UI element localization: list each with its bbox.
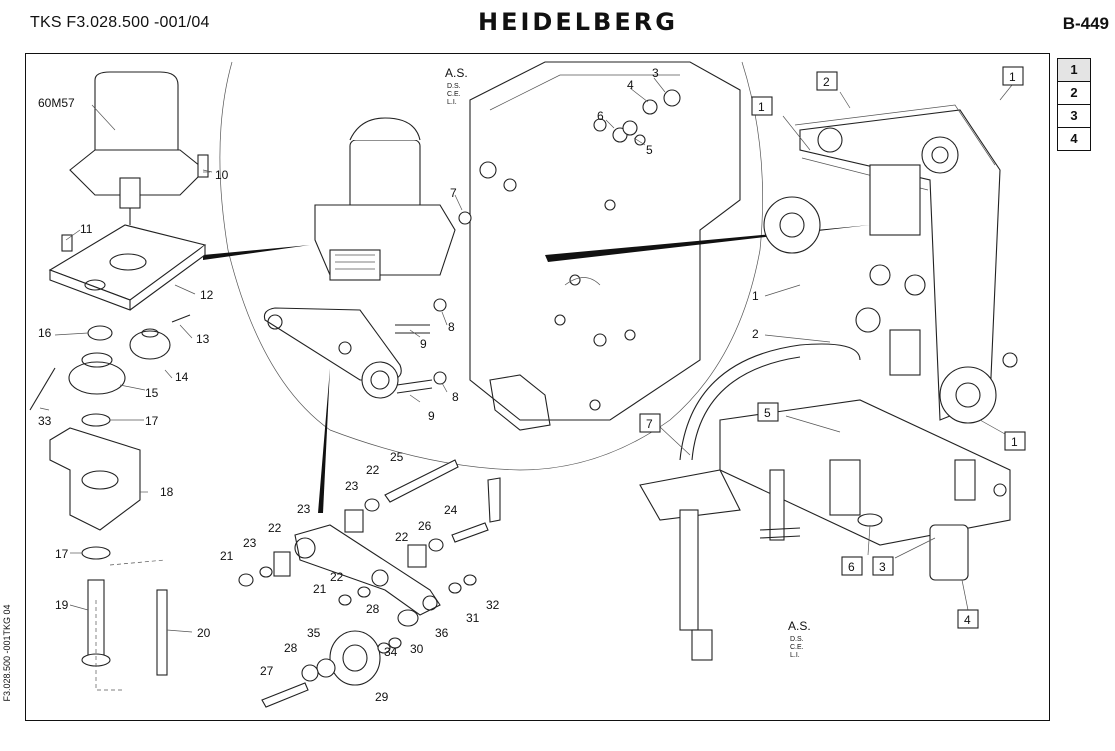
part-label: 22 <box>330 570 344 584</box>
leader-callout-2: 2 <box>752 327 759 341</box>
part-label: 15 <box>145 386 159 400</box>
callout-1-b: 1 <box>1009 70 1016 84</box>
legend-ce: C.E. <box>447 91 461 98</box>
part-label: 6 <box>597 109 604 123</box>
callout-4: 4 <box>964 613 971 627</box>
part-label: 23 <box>345 479 359 493</box>
part-label: 22 <box>395 530 409 544</box>
callout-box <box>816 71 838 91</box>
part-label: 21 <box>220 549 234 563</box>
legend-as: A.S. <box>788 619 811 633</box>
callout-box <box>841 556 863 576</box>
part-label: 32 <box>486 598 500 612</box>
part-label: 25 <box>390 450 404 464</box>
pointer-to-right <box>545 225 870 262</box>
part-label: 20 <box>197 626 211 640</box>
part-label: 34 <box>384 645 398 659</box>
boxed-callouts: 2 1 1 1 1 7 5 6 3 4 <box>639 66 1026 629</box>
part-label: 30 <box>410 642 424 656</box>
left-exploded-stack <box>29 71 209 691</box>
page-tab-1[interactable]: 1 <box>1057 58 1091 82</box>
part-label: 18 <box>160 485 174 499</box>
callout-1-a: 1 <box>758 100 765 114</box>
part-label: 8 <box>448 320 455 334</box>
bottom-exploded-parts <box>238 459 501 708</box>
callout-5: 5 <box>764 406 771 420</box>
side-legend-top: A.S. D.S. C.E. L.I. <box>445 66 468 106</box>
part-label: 3 <box>652 66 659 80</box>
drawing-frame <box>25 53 1050 721</box>
callout-box <box>751 96 773 116</box>
callout-7: 7 <box>646 417 653 431</box>
callout-box <box>1002 66 1024 86</box>
page-tab-4[interactable]: 4 <box>1057 128 1091 151</box>
part-label: 33 <box>38 414 52 428</box>
part-label: 10 <box>215 168 229 182</box>
callout-box <box>639 413 661 433</box>
side-legend-bottom: A.S. D.S. C.E. L.I. <box>788 619 811 659</box>
part-label: 35 <box>307 626 321 640</box>
part-label: 22 <box>366 463 380 477</box>
part-label: 28 <box>366 602 380 616</box>
part-label: 36 <box>435 626 449 640</box>
part-label: 14 <box>175 370 189 384</box>
page-id: B-449 <box>1062 14 1109 33</box>
detail-circle-left-arc <box>219 61 331 431</box>
part-label: 13 <box>196 332 210 346</box>
callout-6: 6 <box>848 560 855 574</box>
callout-1-c: 1 <box>1011 435 1018 449</box>
part-label: 16 <box>38 326 52 340</box>
callout-2-top: 2 <box>823 75 830 89</box>
legend-as: A.S. <box>445 66 468 80</box>
part-label: 8 <box>452 390 459 404</box>
part-label: 27 <box>260 664 274 678</box>
part-label: 19 <box>55 598 69 612</box>
part-label: 4 <box>627 78 634 92</box>
pointer-to-center <box>203 245 310 260</box>
page-tab-3[interactable]: 3 <box>1057 105 1091 128</box>
part-label: 7 <box>450 186 457 200</box>
part-label: 24 <box>444 503 458 517</box>
callout-box <box>757 402 779 422</box>
page-tab-list: 1 2 3 4 <box>1057 58 1091 151</box>
pointer-to-bottom <box>318 368 330 513</box>
page-tab-2[interactable]: 2 <box>1057 82 1091 105</box>
machine-frame-block <box>469 61 741 431</box>
part-label: 23 <box>243 536 257 550</box>
legend-ds: D.S. <box>790 636 804 643</box>
part-label: 26 <box>418 519 432 533</box>
part-label: 29 <box>375 690 389 704</box>
legend-ds: D.S. <box>447 83 461 90</box>
part-label: 12 <box>200 288 214 302</box>
legend-li: L.I. <box>447 99 457 106</box>
part-label: 9 <box>420 337 427 351</box>
part-label: 5 <box>646 143 653 157</box>
callout-box <box>872 556 894 576</box>
part-label: 11 <box>80 222 93 236</box>
callout-box <box>957 609 979 629</box>
part-label: 21 <box>313 582 327 596</box>
motor-label: 60M57 <box>38 96 75 110</box>
part-label: 23 <box>297 502 311 516</box>
center-motor-assembly <box>263 89 681 399</box>
brand-logo: HEIDELBERG <box>478 8 678 36</box>
legend-li: L.I. <box>790 652 800 659</box>
part-label: 17 <box>55 547 69 561</box>
right-machine-assembly <box>639 104 1018 661</box>
part-label: 28 <box>284 641 298 655</box>
part-number-labels: 3 4 6 5 7 10 11 12 13 14 15 16 17 17 18 … <box>38 66 659 704</box>
document-code: TKS F3.028.500 -001/04 <box>30 14 210 31</box>
legend-ce: C.E. <box>790 644 804 651</box>
leader-callout-1: 1 <box>752 289 759 303</box>
part-label: 31 <box>466 611 480 625</box>
part-label: 9 <box>428 409 435 423</box>
callout-box <box>1004 431 1026 451</box>
part-label: 22 <box>268 521 282 535</box>
part-label: 17 <box>145 414 159 428</box>
leader-lines <box>39 77 1013 633</box>
callout-3: 3 <box>879 560 886 574</box>
